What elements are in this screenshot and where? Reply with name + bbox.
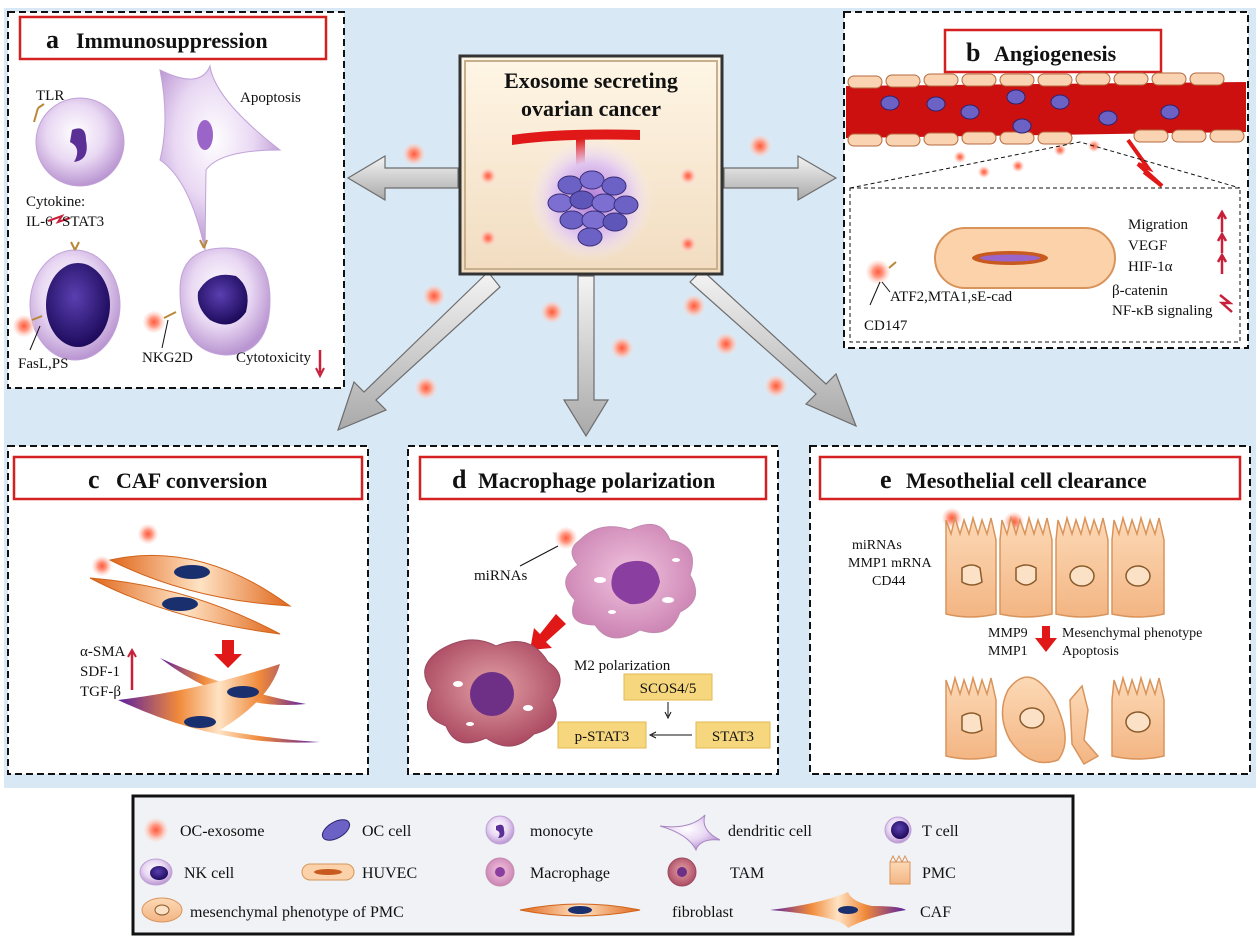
floating-exosomes [403,135,787,399]
panel-b: b Angiogenesis [843,11,1249,349]
arrow-to-e [689,269,858,428]
mmp1-label: MMP1 [988,644,1028,659]
legend-pmc: PMC [922,865,956,882]
legend-monocyte: monocyte [530,823,593,840]
migration-label: Migration [1128,217,1188,233]
arrow-to-c [337,271,501,432]
monocyte-nucleus [70,128,87,162]
hif-label: HIF-1α [1128,259,1173,275]
arrow-to-d [562,275,610,438]
red-arrow-d [530,614,566,650]
mirnas-label-e: miRNAs [852,538,902,553]
legend-fibroblast: fibroblast [672,904,734,921]
red-down-arrow-c [214,640,242,668]
arrow-to-a [346,154,459,202]
nkg2d-label: NKG2D [142,350,193,366]
apoptosis-label: Apoptosis [240,90,301,106]
legend-nkcell: NK cell [184,865,235,882]
stat3-label-d: STAT3 [712,729,754,745]
flow-arrows [337,154,858,438]
legend-dendritic: dendritic cell [728,823,813,840]
caf-2 [118,664,320,743]
panel-e-title: Mesothelial cell clearance [906,468,1147,493]
vessel [846,72,1246,188]
legend-oc-cell: OC cell [362,823,412,840]
m2-label: M2 polarization [574,658,671,674]
panel-d-title: Macrophage polarization [478,468,715,493]
fasl-label: FasL,PS [18,356,68,372]
mesen-label: Mesenchymal phenotype [1062,626,1202,641]
panel-c: c CAF conversion α-SMA SDF-1 TGF-β [7,445,369,775]
legend-exosome-icon [144,818,168,842]
legend-oc-cell-icon [321,819,351,841]
arrow-to-b [723,154,838,202]
legend-dendritic-icon [659,814,721,852]
scos-box [623,673,713,701]
pstat3-label: p-STAT3 [575,729,630,745]
legend: OC-exosome OC cell monocyte dendritic ce… [131,794,1075,936]
asma-label: α-SMA [80,644,126,660]
center-title-line1: Exosome secreting [504,68,678,93]
vegf-label: VEGF [1128,238,1167,254]
legend-caf: CAF [920,904,951,921]
panel-a-letter: a [46,25,59,54]
panel-c-letter: c [88,465,100,494]
pstat3-box [557,721,647,749]
red-down-arrow-e [1035,626,1057,652]
tumor-cluster [547,170,639,247]
cd147-label: CD147 [864,318,908,334]
bcatenin-label: β-catenin [1112,283,1168,299]
center-panel: Exosome secreting ovarian cancer [458,54,724,276]
panel-e-title-box [818,455,1242,501]
stat3-box [695,721,771,749]
legend-macrophage: Macrophage [530,865,610,882]
panel-e-letter: e [880,465,892,494]
mirnas-label-d: miRNAs [474,568,528,584]
legend-tam: TAM [730,865,764,882]
panel-a: a Immunosuppression TLR Apoptosis Cytoki… [7,11,345,389]
panel-e: e Mesothelial cell clearance miRNAs MMP1… [809,445,1251,775]
panel-c-title: CAF conversion [116,468,267,493]
panel-b-letter: b [966,38,980,67]
legend-huvec: HUVEC [362,865,417,882]
cd44-label: CD44 [872,574,905,589]
panel-b-title: Angiogenesis [994,41,1117,66]
panel-c-title-box [12,455,364,501]
cytotoxicity-label: Cytotoxicity [236,350,312,366]
tlr-label: TLR [36,88,64,104]
dendritic-cell [159,64,282,251]
panel-d: d Macrophage polarization miRNAs M2 pola… [407,445,779,775]
sdf-label: SDF-1 [80,664,120,680]
mmp9-label: MMP9 [988,626,1028,641]
up-arrows-b [1216,209,1228,274]
mmp1mrna-label: MMP1 mRNA [848,556,933,571]
panel-b-title-box [943,28,1163,74]
legend-pmc-icon [889,861,911,885]
nfkb-label: NF-κB signaling [1112,303,1213,319]
panel-a-title: Immunosuppression [76,28,268,53]
legend-oc-exosome: OC-exosome [180,823,264,840]
fibroblast-1 [108,554,292,607]
legend-tcell: T cell [922,823,959,840]
center-title-line2: ovarian cancer [521,96,661,121]
atf-label: ATF2,MTA1,sE-cad [890,289,1013,305]
il6-label: IL-6 [26,214,53,230]
tgf-label: TGF-β [80,684,121,700]
scos-label: SCOS4/5 [640,681,697,697]
stat3-label: STAT3 [62,214,104,230]
legend-mesen-pmc: mesenchymal phenotype of PMC [190,904,404,921]
panel-d-title-box [418,455,768,501]
apoptosis-label-e: Apoptosis [1062,644,1119,659]
panel-a-title-box [18,15,328,61]
panel-d-letter: d [452,465,467,494]
cytokine-label: Cytokine: [26,194,85,210]
